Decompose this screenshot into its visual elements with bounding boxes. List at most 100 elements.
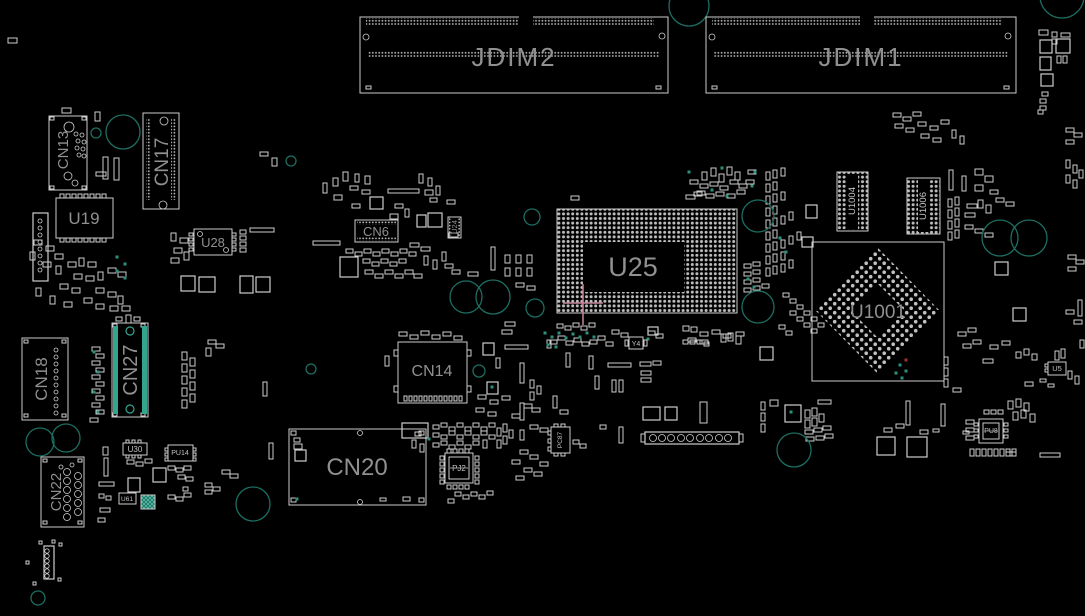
smd-part [588, 322, 596, 328]
smd-part [398, 258, 407, 264]
test-point [753, 170, 757, 174]
test-point [123, 276, 127, 280]
component-u25[interactable]: U25 [556, 208, 738, 325]
smd-part [765, 207, 771, 217]
smd-part [511, 459, 521, 465]
test-point [557, 331, 561, 335]
test-point [115, 269, 119, 273]
smd-part [183, 492, 192, 498]
smd-part [504, 344, 529, 350]
smd-part [439, 455, 445, 461]
component-pc87[interactable]: PC87 [547, 423, 571, 457]
component-u1001[interactable]: U1001 [811, 241, 945, 382]
smd-part [496, 439, 502, 449]
component-cn18[interactable]: CN18 [21, 337, 69, 421]
component-pu8[interactable]: PU8 [973, 418, 1009, 444]
component-pj2[interactable]: PJ2 [444, 452, 474, 484]
component-u24[interactable]: U24 [447, 216, 462, 239]
smd-part [181, 399, 188, 409]
mounting-holes-layer [25, 0, 1085, 606]
component-cn22[interactable]: CN22 [40, 456, 85, 528]
smd-part [1031, 353, 1038, 361]
smd-part [420, 330, 430, 336]
u5-label: U5 [1052, 364, 1062, 373]
component-cn13[interactable]: CN13 [48, 115, 88, 191]
pad-circle [63, 477, 71, 485]
smd-part [390, 251, 399, 257]
smd-part [536, 385, 542, 395]
component-u1006[interactable]: U1006 [906, 177, 941, 235]
smd-part [418, 395, 423, 402]
component-pu14[interactable]: PU14 [164, 444, 197, 462]
component-u19[interactable]: U19 [55, 197, 114, 239]
smd-part [464, 444, 472, 450]
smd-part [448, 426, 456, 432]
smd-part [239, 241, 247, 247]
smd-part [77, 237, 83, 243]
test-point [904, 369, 908, 373]
smd-part [374, 273, 384, 279]
smd-part [474, 455, 480, 461]
component-hatched-ic[interactable] [140, 494, 156, 510]
smd-part [947, 198, 953, 208]
smd-part [508, 429, 514, 439]
component-cn20[interactable]: CN20 [288, 428, 427, 506]
smd-part [458, 484, 464, 490]
smd-part [743, 263, 752, 269]
smd-part [480, 426, 488, 432]
component-jdim2[interactable]: JDIM2 [359, 16, 669, 94]
cn27-label: CN27 [120, 344, 142, 395]
component-cn14[interactable]: CN14 [397, 341, 468, 404]
smd-part [126, 459, 135, 465]
smd-part [693, 191, 703, 197]
smd-part [91, 374, 101, 380]
smd-part [482, 439, 488, 449]
smd-part [1024, 381, 1034, 387]
smd-part [1047, 383, 1055, 388]
smd-part [589, 339, 598, 345]
smd-part [778, 324, 786, 330]
smd-part [181, 351, 188, 361]
pad-circle [63, 513, 71, 521]
pad-circle [37, 253, 43, 259]
smd-part [760, 412, 766, 422]
pad-circle [37, 246, 43, 252]
pad-circle [53, 375, 59, 381]
ic-outline [255, 276, 271, 293]
ic-outline [401, 422, 429, 439]
component-cn6[interactable]: CN6 [354, 219, 399, 243]
smd-part [117, 295, 124, 305]
component-u28[interactable]: U28 [193, 228, 233, 256]
smd-part [780, 167, 786, 177]
component-u1004[interactable]: U1004 [836, 171, 869, 232]
smd-part [605, 341, 614, 347]
smd-part [113, 157, 120, 181]
component-u30[interactable]: U30 [122, 439, 148, 459]
smd-part [95, 353, 105, 359]
smd-part [98, 493, 105, 499]
component-cn17[interactable]: CN17 [142, 112, 180, 210]
component-y4[interactable]: Y4 [624, 336, 648, 350]
smd-part [981, 448, 987, 457]
red-marks-layer [904, 358, 908, 362]
pad-circle [708, 33, 716, 41]
smd-part [109, 305, 119, 312]
smd-part [611, 379, 617, 393]
smd-part [293, 443, 303, 450]
component-u61[interactable]: U61 [118, 492, 137, 505]
smd-part [765, 267, 771, 277]
smd-part [796, 304, 804, 310]
component-jdim1[interactable]: JDIM1 [705, 16, 1017, 94]
smd-part [49, 116, 55, 121]
component-cn27-selected[interactable]: CN27 [111, 322, 149, 418]
smd-part [966, 203, 978, 209]
pad-circle [74, 499, 82, 507]
test-point [571, 332, 575, 336]
component-u5[interactable]: U5 [1044, 361, 1067, 376]
test-point [592, 335, 596, 339]
smd-part [486, 490, 494, 496]
smd-part [811, 417, 818, 427]
pad-circle [159, 116, 169, 126]
smd-part [81, 116, 87, 121]
